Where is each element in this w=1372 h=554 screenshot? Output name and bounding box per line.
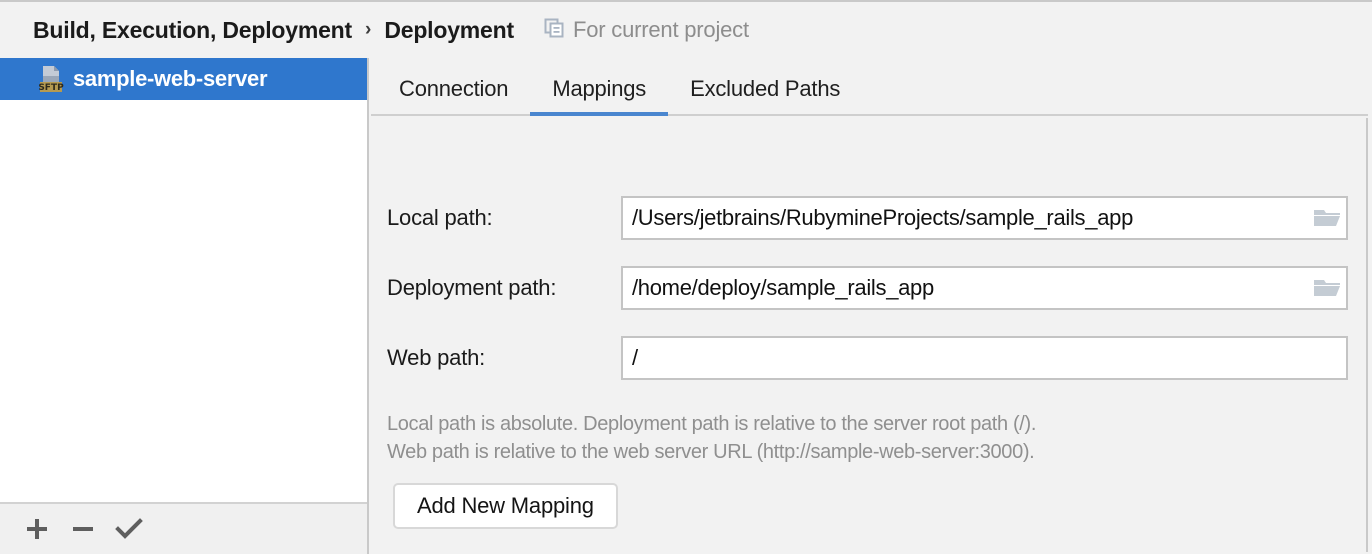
deployment-path-input[interactable]: /home/deploy/sample_rails_app bbox=[621, 266, 1348, 310]
breadcrumb-current: Deployment bbox=[384, 16, 514, 43]
local-path-browse-folder-icon[interactable] bbox=[1308, 198, 1346, 238]
local-path-input[interactable]: /Users/jetbrains/RubymineProjects/sample… bbox=[621, 196, 1348, 240]
svg-text:SFTP: SFTP bbox=[38, 83, 64, 93]
breadcrumb: Build, Execution, Deployment › Deploymen… bbox=[0, 2, 1372, 58]
add-new-mapping-button[interactable]: Add New Mapping bbox=[393, 483, 618, 529]
tab-mappings[interactable]: Mappings bbox=[530, 76, 668, 116]
web-path-value: / bbox=[632, 345, 638, 370]
tab-connection[interactable]: Connection bbox=[399, 76, 509, 101]
scope-label: For current project bbox=[572, 17, 749, 42]
scope-indicator: For current project bbox=[544, 17, 749, 43]
hint-line-2: Web path is relative to the web server U… bbox=[387, 441, 1035, 463]
tab-bar: Connection Mappings Excluded Paths bbox=[371, 58, 1368, 116]
chevron-right-icon: › bbox=[365, 19, 372, 40]
deployment-path-value: /home/deploy/sample_rails_app bbox=[632, 275, 934, 300]
check-icon[interactable] bbox=[106, 509, 152, 549]
plus-icon[interactable] bbox=[14, 509, 60, 549]
deployment-content-panel: Connection Mappings Excluded Paths Local… bbox=[371, 58, 1372, 554]
tab-excluded-paths[interactable]: Excluded Paths bbox=[690, 76, 841, 101]
server-list-panel: SFTP sample-web-server bbox=[0, 58, 369, 554]
hint-line-1: Local path is absolute. Deployment path … bbox=[387, 413, 1037, 435]
sidebar-item-label: sample-web-server bbox=[73, 66, 268, 91]
local-path-label: Local path: bbox=[387, 205, 493, 230]
server-list-toolbar bbox=[0, 502, 367, 554]
copy-icon bbox=[544, 18, 564, 43]
mappings-form: Local path: /Users/jetbrains/RubyminePro… bbox=[371, 118, 1368, 552]
web-path-label: Web path: bbox=[387, 345, 486, 370]
minus-icon[interactable] bbox=[60, 509, 106, 549]
breadcrumb-parent[interactable]: Build, Execution, Deployment bbox=[33, 16, 352, 43]
web-path-input[interactable]: / bbox=[621, 336, 1348, 380]
window-top-divider bbox=[0, 0, 1372, 2]
sftp-server-icon: SFTP bbox=[38, 65, 64, 93]
sidebar-item-sample-web-server[interactable]: SFTP sample-web-server bbox=[0, 58, 367, 100]
deployment-path-label: Deployment path: bbox=[387, 275, 557, 300]
local-path-value: /Users/jetbrains/RubymineProjects/sample… bbox=[632, 205, 1134, 230]
deployment-path-browse-folder-icon[interactable] bbox=[1308, 268, 1346, 308]
